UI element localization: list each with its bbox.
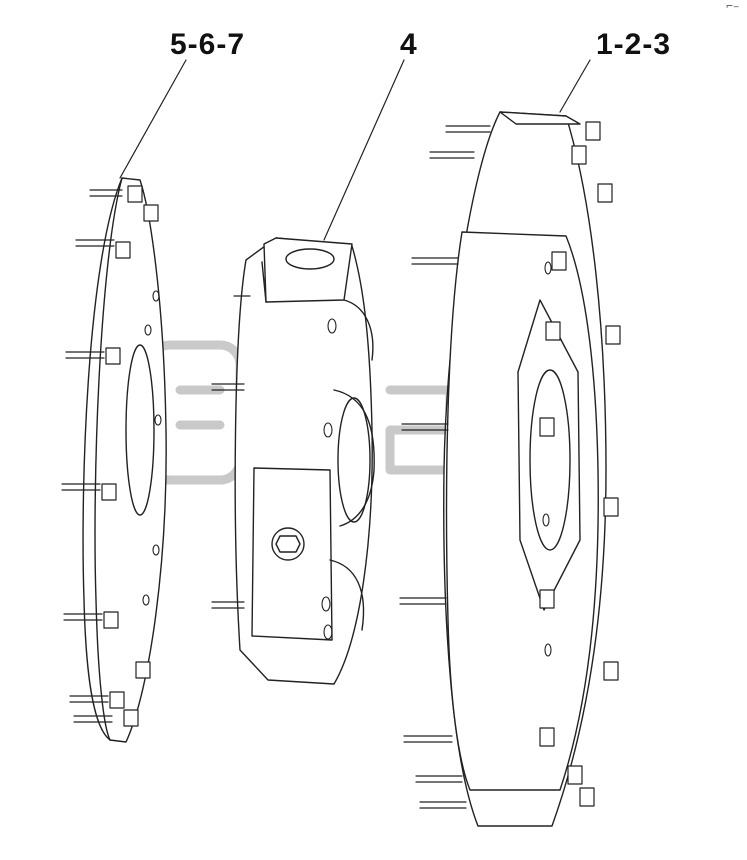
assembly-studs <box>399 125 491 809</box>
coupling-studs <box>211 295 251 609</box>
flange-studs <box>61 189 123 723</box>
flange-bolts <box>101 185 159 727</box>
coupling-holes <box>321 318 337 640</box>
assembly-bolts <box>539 121 621 807</box>
callout-label-4: 4 <box>400 28 418 61</box>
leader-lines <box>119 59 591 241</box>
callout-label-5-6-7: 5-6-7 <box>170 28 246 61</box>
flange-plate-567 <box>61 177 167 743</box>
plate-assembly-123 <box>399 111 621 827</box>
flange-holes <box>142 290 162 606</box>
callout-label-1-2-3: 1-2-3 <box>596 28 672 61</box>
corner-mark: ⌐‒ <box>725 2 739 12</box>
assembly-holes <box>542 261 552 657</box>
coupling-element-4 <box>211 237 375 685</box>
